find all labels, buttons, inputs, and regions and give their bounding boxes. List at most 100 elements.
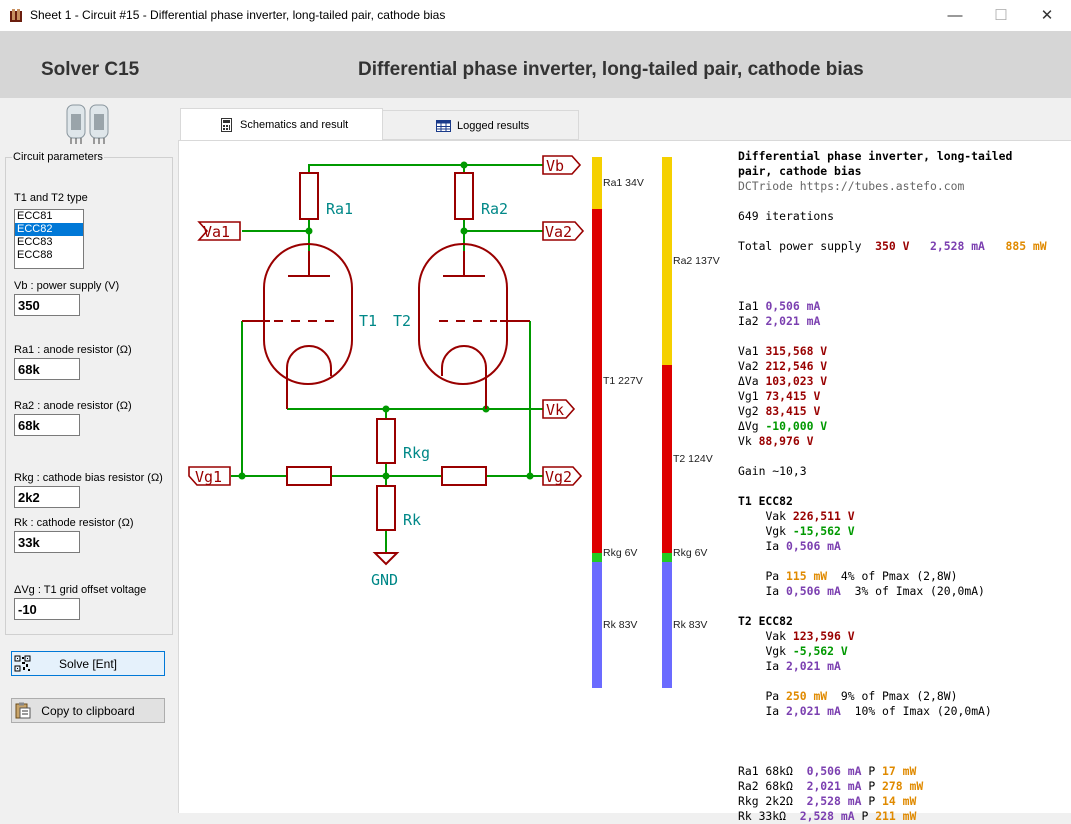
header-band	[0, 31, 1071, 98]
table-icon	[436, 120, 451, 132]
va1-value: 315,568 V	[765, 344, 828, 358]
tps-power: 885 mW	[1005, 239, 1047, 253]
ra1-label: Ra1 : anode resistor (Ω)	[14, 344, 132, 356]
t1-vgk-label: Vgk	[765, 524, 787, 538]
vg2-label: Vg2	[738, 404, 759, 418]
t2-vak-label: Vak	[765, 629, 787, 643]
dva-value: 103,023 V	[765, 374, 828, 388]
bar-label-t1: T1 227V	[603, 375, 643, 387]
t2-vak: 123,596 V	[792, 629, 855, 643]
res-ra2-p-label: P	[868, 779, 876, 793]
ra2-input[interactable]: 68k	[14, 414, 80, 436]
tube-type-option[interactable]: ECC81	[17, 210, 53, 222]
close-button[interactable]: ✕	[1040, 7, 1054, 24]
vb-label: Vb : power supply (V)	[14, 280, 120, 292]
vg1-value: 73,415 V	[765, 389, 821, 403]
t1-ia: 0,506 mA	[786, 539, 841, 553]
calculator-icon	[221, 118, 232, 132]
title-bar: Sheet 1 - Circuit #15 - Differential pha…	[0, 0, 1071, 31]
res-rk-p-label: P	[861, 809, 869, 823]
vk-value: 88,976 V	[758, 434, 814, 448]
label-vg1: Vg1	[195, 468, 222, 486]
tab-schematics-label: Schematics and result	[240, 119, 349, 131]
va2-value: 212,546 V	[765, 359, 828, 373]
res-rkg-name: Rkg 2k2Ω	[738, 794, 793, 808]
minimize-button[interactable]: —	[947, 7, 963, 24]
res-ra2-name: Ra2 68kΩ	[738, 779, 793, 793]
res-rkg-power: 14 mW	[882, 794, 917, 808]
label-ra2: Ra2	[481, 200, 508, 218]
solver-name: Solver C15	[41, 59, 140, 80]
bar-label-rk: Rk 83V	[603, 619, 638, 631]
t2-ia2: 2,021 mA	[786, 704, 841, 718]
label-rkg: Rkg	[403, 444, 430, 462]
bar-label-t2: T2 124V	[673, 453, 713, 465]
tab-schematics[interactable]: Schematics and result	[180, 108, 383, 140]
ra2-label: Ra2 : anode resistor (Ω)	[14, 400, 132, 412]
t2-vgk: -5,562 V	[792, 644, 848, 658]
label-vk: Vk	[546, 401, 564, 419]
results-panel: Differential phase inverter, long-tailed…	[738, 149, 1047, 824]
label-vg2: Vg2	[545, 468, 572, 486]
res-ra1-p-label: P	[868, 764, 876, 778]
label-gnd: GND	[371, 571, 398, 589]
t2-ia2-label: Ia	[765, 704, 780, 718]
tube-type-option-selected[interactable]: ECC82	[15, 223, 83, 236]
bar-segment-rk	[592, 562, 602, 688]
t1-title: T1 ECC82	[738, 494, 793, 508]
bar-segment-t2	[662, 365, 672, 553]
vg2-value: 83,415 V	[765, 404, 821, 418]
rk-label: Rk : cathode resistor (Ω)	[14, 517, 134, 529]
res-rkg-current: 2,528 mA	[806, 794, 862, 808]
copy-to-clipboard-button[interactable]: Copy to clipboard	[11, 698, 165, 723]
ia1-label: Ia1	[738, 299, 759, 313]
bar-segment-rk	[662, 562, 672, 688]
t2-ia: 2,021 mA	[786, 659, 841, 673]
res-ra2-power: 278 mW	[882, 779, 924, 793]
maximize-button[interactable]: ☐	[994, 7, 1008, 24]
circuit-schematic: Va1 Vb Va2 Vk Vg1 Vg2 Ra1 Ra2 Rkg Rk T1 …	[188, 155, 585, 589]
clipboard-icon	[15, 702, 31, 719]
tps-current: 2,528 mA	[930, 239, 985, 253]
solve-label: Solve [Ent]	[58, 657, 118, 671]
res-ra1-current: 0,506 mA	[806, 764, 862, 778]
tube-type-listbox[interactable]: ECC81 ECC82 ECC83 ECC88	[14, 209, 84, 269]
dvg-input[interactable]: -10	[14, 598, 80, 620]
dvg-label: ΔVg	[738, 419, 759, 433]
tps-label: Total power supply	[738, 239, 862, 253]
label-ra1: Ra1	[326, 200, 353, 218]
gain: Gain ~10,3	[738, 464, 807, 478]
res-rk-current: 2,528 mA	[799, 809, 855, 823]
t2-pa-rest: 9% of Pmax (2,8W)	[840, 689, 958, 703]
res-rk-power: 211 mW	[875, 809, 917, 823]
label-t2: T2	[393, 312, 411, 330]
vk-label: Vk	[738, 434, 752, 448]
tab-logged-results[interactable]: Logged results	[382, 110, 579, 140]
rkg-input[interactable]: 2k2	[14, 486, 80, 508]
rk-input[interactable]: 33k	[14, 531, 80, 553]
t1-ia2: 0,506 mA	[786, 584, 841, 598]
page-title: Differential phase inverter, long-tailed…	[358, 59, 864, 80]
res-ra2-current: 2,021 mA	[806, 779, 862, 793]
solve-button[interactable]: Solve [Ent]	[11, 651, 165, 676]
res-rkg-p-label: P	[868, 794, 876, 808]
bar-label-rkg: Rkg 6V	[603, 547, 638, 559]
bar-segment-t1	[592, 209, 602, 553]
results-credit: DCTriode https://tubes.astefo.com	[738, 179, 965, 193]
window-title: Sheet 1 - Circuit #15 - Differential pha…	[30, 8, 446, 22]
bar-label-rkg: Rkg 6V	[673, 547, 708, 559]
t2-ia2-rest: 10% of Imax (20,0mA)	[854, 704, 992, 718]
t1-ia-label: Ia	[765, 539, 780, 553]
t2-pa: 250 mW	[786, 689, 828, 703]
tube-type-option[interactable]: ECC83	[17, 236, 53, 248]
t2-pa-label: Pa	[765, 689, 780, 703]
t1-vak: 226,511 V	[792, 509, 855, 523]
ra1-input[interactable]: 68k	[14, 358, 80, 380]
vb-input[interactable]: 350	[14, 294, 80, 316]
vg1-label: Vg1	[738, 389, 759, 403]
bar-segment-rkg	[592, 553, 602, 562]
dva-label: ΔVa	[738, 374, 759, 388]
tube-type-option[interactable]: ECC88	[17, 249, 53, 261]
